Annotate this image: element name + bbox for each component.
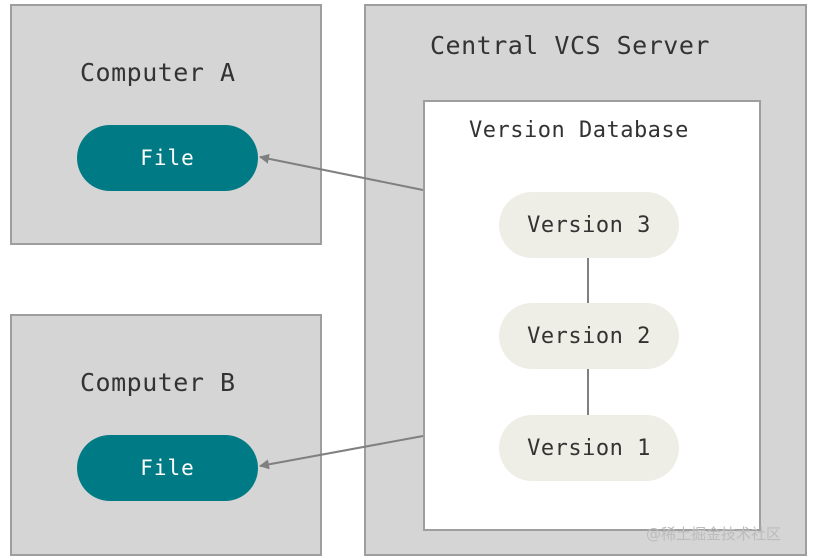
computer-a-box	[10, 4, 322, 245]
file-node-a: File	[77, 125, 258, 191]
computer-a-title: Computer A	[80, 58, 236, 87]
checkout-arrow-b	[259, 435, 424, 470]
checkout-arrow-a	[259, 153, 424, 191]
file-node-b: File	[77, 435, 258, 501]
server-title: Central VCS Server	[430, 31, 710, 60]
computer-b-title: Computer B	[80, 368, 236, 397]
version-node-3: Version 3	[499, 192, 679, 258]
database-title: Version Database	[469, 118, 689, 143]
watermark-text: @稀土掘金技术社区	[646, 525, 782, 543]
version-node-2: Version 2	[499, 303, 679, 369]
version-node-1: Version 1	[499, 415, 679, 481]
